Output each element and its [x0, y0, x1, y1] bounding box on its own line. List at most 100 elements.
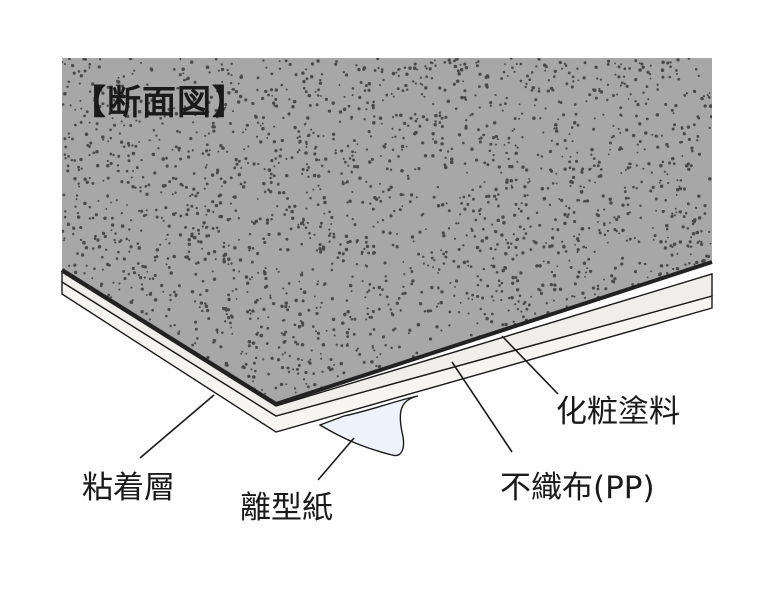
- speckle-dot: [651, 185, 655, 190]
- speckle-dot: [409, 193, 414, 197]
- speckle-dot: [263, 285, 268, 289]
- speckle-dot: [446, 99, 451, 103]
- speckle-dot: [333, 363, 335, 366]
- speckle-dot: [708, 177, 712, 181]
- speckle-dot: [266, 136, 269, 139]
- speckle-dot: [463, 62, 467, 66]
- speckle-dot: [687, 58, 691, 60]
- speckle-dot: [614, 62, 616, 65]
- speckle-dot: [92, 151, 96, 155]
- speckle-dot: [286, 308, 290, 312]
- speckle-dot: [390, 92, 393, 95]
- speckle-dot: [248, 309, 251, 312]
- speckle-dot: [117, 384, 119, 386]
- speckle-dot: [351, 87, 355, 90]
- speckle-dot: [478, 106, 481, 109]
- speckle-dot: [696, 134, 700, 138]
- speckle-dot: [128, 228, 131, 231]
- speckle-dot: [101, 102, 105, 106]
- speckle-dot: [363, 118, 366, 121]
- speckle-dot: [665, 388, 668, 391]
- speckle-dot: [381, 230, 385, 234]
- speckle-dot: [197, 240, 200, 243]
- speckle-dot: [196, 191, 200, 195]
- speckle-dot: [194, 272, 198, 276]
- speckle-dot: [365, 148, 369, 151]
- speckle-dot: [692, 123, 696, 127]
- speckle-dot: [259, 333, 264, 337]
- speckle-dot: [469, 265, 473, 268]
- speckle-dot: [124, 389, 128, 393]
- speckle-dot: [524, 85, 527, 89]
- speckle-dot: [290, 216, 295, 221]
- speckle-dot: [257, 271, 260, 274]
- speckle-dot: [654, 197, 658, 201]
- speckle-dot: [464, 124, 468, 128]
- speckle-dot: [132, 170, 134, 172]
- speckle-dot: [301, 359, 303, 361]
- speckle-dot: [308, 361, 312, 365]
- speckle-dot: [464, 98, 468, 101]
- speckle-dot: [119, 370, 124, 375]
- speckle-dot: [636, 151, 639, 154]
- speckle-dot: [227, 91, 231, 95]
- speckle-dot: [88, 205, 92, 209]
- speckle-dot: [436, 185, 440, 189]
- speckle-dot: [126, 203, 128, 206]
- speckle-dot: [585, 246, 588, 249]
- speckle-dot: [522, 315, 525, 319]
- speckle-dot: [522, 236, 526, 240]
- speckle-dot: [538, 264, 542, 268]
- speckle-dot: [609, 201, 613, 205]
- speckle-dot: [240, 167, 243, 169]
- speckle-dot: [410, 398, 413, 401]
- speckle-dot: [670, 156, 675, 161]
- speckle-dot: [116, 367, 120, 371]
- speckle-dot: [201, 247, 203, 250]
- speckle-dot: [674, 103, 678, 108]
- speckle-dot: [110, 201, 112, 204]
- speckle-dot: [528, 398, 532, 403]
- speckle-dot: [620, 81, 624, 84]
- speckle-dot: [204, 149, 209, 153]
- speckle-dot: [417, 167, 421, 171]
- speckle-dot: [288, 62, 292, 67]
- speckle-dot: [238, 94, 243, 99]
- speckle-dot: [465, 119, 468, 122]
- speckle-dot: [233, 195, 237, 199]
- speckle-dot: [247, 340, 252, 344]
- speckle-dot: [405, 145, 408, 148]
- speckle-dot: [350, 318, 354, 321]
- speckle-dot: [567, 206, 571, 210]
- speckle-dot: [341, 180, 344, 183]
- speckle-dot: [227, 72, 230, 76]
- speckle-dot: [389, 185, 393, 189]
- speckle-dot: [511, 281, 515, 285]
- speckle-dot: [318, 242, 322, 247]
- speckle-dot: [252, 162, 256, 166]
- speckle-dot: [309, 196, 312, 200]
- speckle-dot: [385, 295, 389, 299]
- speckle-dot: [136, 359, 140, 363]
- speckle-dot: [171, 148, 174, 151]
- speckle-dot: [494, 134, 499, 139]
- speckle-dot: [120, 120, 123, 123]
- speckle-dot: [592, 164, 596, 168]
- speckle-dot: [204, 86, 207, 89]
- speckle-dot: [348, 239, 352, 244]
- speckle-dot: [131, 266, 135, 271]
- speckle-dot: [84, 245, 89, 250]
- speckle-dot: [669, 330, 672, 333]
- speckle-dot: [580, 170, 584, 174]
- speckle-dot: [112, 153, 115, 157]
- speckle-dot: [336, 375, 339, 378]
- speckle-dot: [518, 294, 522, 297]
- speckle-dot: [692, 272, 695, 275]
- speckle-dot: [187, 242, 192, 247]
- speckle-dot: [596, 213, 600, 218]
- speckle-dot: [470, 147, 474, 151]
- speckle-dot: [593, 293, 597, 296]
- speckle-dot: [253, 300, 258, 304]
- speckle-dot: [622, 364, 626, 367]
